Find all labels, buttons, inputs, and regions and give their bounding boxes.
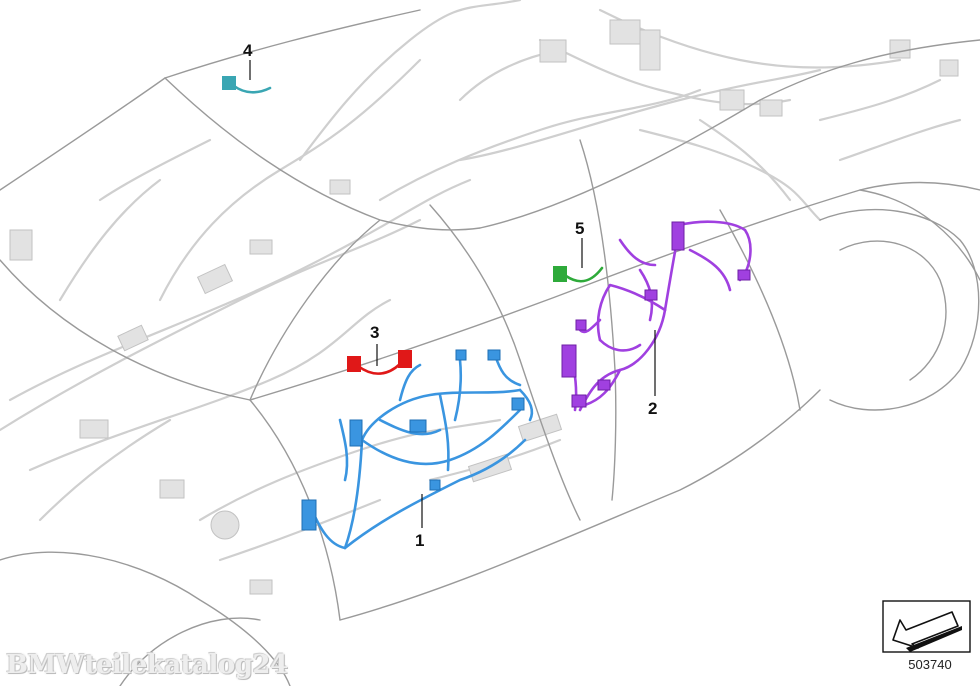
leader-lines — [249, 60, 656, 528]
watermark-text: BMWteilekatalog24 — [6, 650, 288, 680]
callout-5: 5 — [575, 219, 584, 238]
callout-2: 2 — [648, 399, 657, 418]
harness-4[interactable] — [222, 76, 272, 94]
harness-1[interactable] — [308, 353, 534, 550]
callout-3: 3 — [370, 323, 379, 342]
callout-4: 4 — [243, 41, 253, 60]
harness-2[interactable] — [568, 220, 752, 412]
harness-2-connectors — [561, 221, 751, 408]
diagram-number: 503740 — [908, 657, 952, 672]
harness-1-connectors — [301, 349, 525, 531]
car-body-outline — [0, 9, 980, 686]
harness-5[interactable] — [553, 266, 604, 283]
callout-1: 1 — [415, 531, 424, 550]
arrow-box-icon — [882, 600, 971, 653]
harness-3[interactable] — [347, 350, 412, 375]
background-connectors — [9, 19, 959, 595]
